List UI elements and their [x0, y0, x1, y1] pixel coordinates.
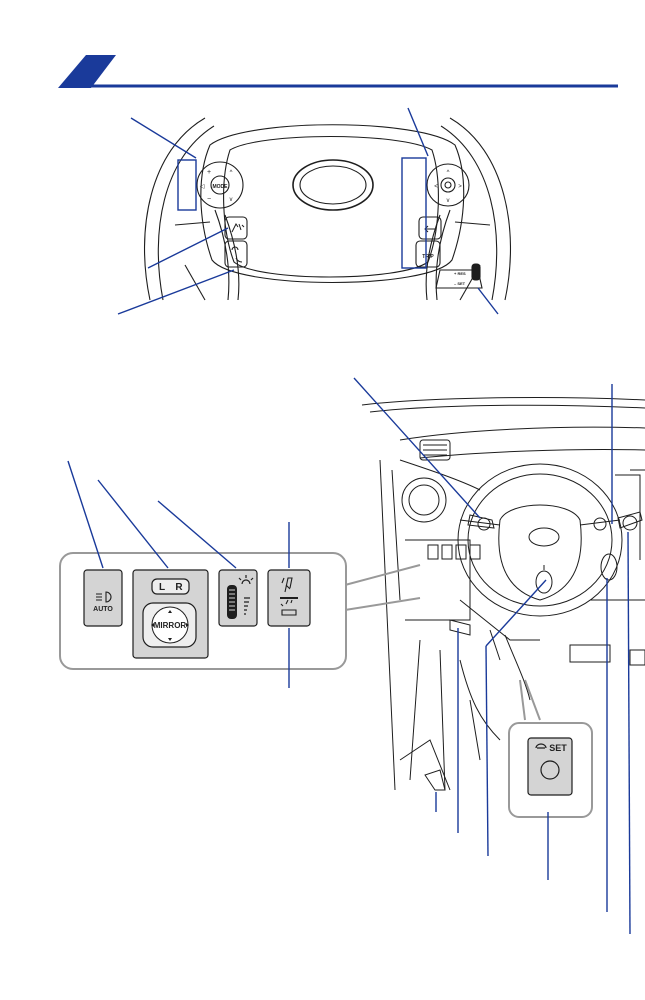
dashboard-view [361, 397, 645, 791]
headlight-auto-button[interactable]: AUTO [83, 569, 123, 627]
dash-column-part [600, 553, 618, 581]
instrument-dimmer-button[interactable] [218, 569, 258, 627]
dash-switch-1[interactable] [427, 544, 439, 560]
section-header [58, 55, 618, 88]
vsc-ev-buttons [267, 569, 311, 627]
mirror-left-label: L [159, 582, 165, 593]
volume-down-icon: − [207, 196, 211, 203]
right-switch-bracket [401, 157, 427, 269]
headlight-auto-icon [96, 591, 112, 603]
parking-brake-button[interactable]: SET [527, 737, 573, 796]
voice-command-button[interactable] [224, 216, 248, 240]
left-switch-bracket [177, 159, 197, 211]
dash-switch-2[interactable] [441, 544, 453, 560]
panel-callouts [67, 460, 290, 688]
instrument-dimmer-icon [238, 575, 254, 615]
right-stalk[interactable] [617, 511, 643, 529]
parking-brake-set-icon [535, 743, 547, 749]
down-arrow-icon: v [447, 198, 450, 204]
volume-up-icon: + [207, 169, 211, 176]
back-button[interactable] [418, 216, 442, 240]
speaker-icon: ◁ [200, 184, 205, 190]
air-vent [419, 439, 451, 461]
steering-emblem [292, 159, 374, 211]
mode-button-label: MODE [213, 184, 229, 190]
cruise-set-label: – SET [454, 281, 466, 286]
dashboard-callouts [353, 377, 631, 935]
trip-button[interactable] [415, 240, 441, 268]
parking-brake-set-label: SET [549, 743, 567, 753]
panel-callout-wedge [344, 564, 421, 611]
mirror-adjust-icon[interactable]: MIRROR [142, 602, 197, 648]
seek-up-icon: ^ [230, 170, 233, 176]
mirror-select-icon[interactable]: L R [151, 578, 190, 595]
right-arrow-icon: > [458, 184, 462, 190]
left-round-vent [401, 477, 447, 523]
left-stalk[interactable] [467, 514, 495, 529]
dash-steering-wheel [457, 463, 623, 617]
ev-mode-icon[interactable] [280, 599, 297, 616]
up-arrow-icon: ^ [447, 170, 450, 176]
shift-lever[interactable] [535, 565, 553, 594]
cruise-lever-icon[interactable]: + RES – SET [435, 263, 483, 289]
phone-icon [231, 246, 243, 263]
right-display-switch[interactable]: ^ v < > [426, 163, 470, 207]
seek-down-icon: v [230, 197, 233, 203]
dash-switch-4[interactable] [469, 544, 481, 560]
parking-brake-switch[interactable] [540, 760, 560, 780]
dash-steering-emblem [528, 527, 560, 547]
voice-command-icon [231, 223, 245, 233]
mirror-control: L R MIRROR [132, 569, 209, 659]
section-header-tab [58, 55, 116, 88]
mirror-label: MIRROR [154, 621, 187, 630]
steering-wheel-closeup: MODE + − ^ v ◁ ^ v < > TRIP + RES [144, 117, 511, 301]
back-icon [424, 225, 435, 233]
trip-button-label: TRIP [422, 254, 434, 260]
headlight-auto-label: AUTO [93, 606, 113, 613]
steering-callouts [117, 107, 499, 315]
dash-switch-3[interactable] [455, 544, 467, 560]
parking-brake-detail: SET [508, 679, 593, 818]
phone-button[interactable] [224, 240, 248, 268]
mirror-right-label: R [175, 582, 183, 593]
left-arrow-icon: < [434, 184, 438, 190]
left-audio-switch[interactable]: MODE + − ^ v ◁ [196, 161, 244, 209]
cruise-res-label: + RES [454, 271, 466, 276]
steering-enter-icon [444, 181, 452, 189]
steering-hub [200, 124, 465, 283]
vsc-off-icon[interactable] [281, 577, 293, 593]
lower-switch-panel: AUTO L R MIRROR [59, 552, 421, 670]
